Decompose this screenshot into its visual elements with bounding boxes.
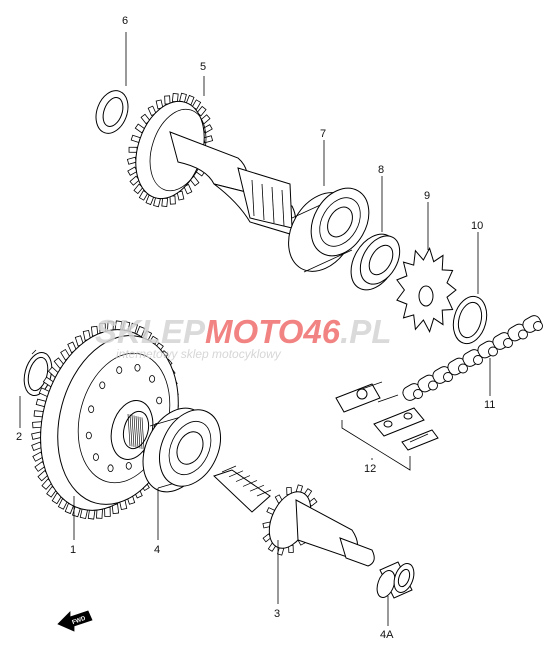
gear-5-tooth (171, 93, 179, 103)
shaft-3-spline-line (256, 489, 272, 497)
gear-1-bolt-hole (125, 462, 132, 470)
svg-text:SKLEPMOTO46.PL: SKLEPMOTO46.PL (95, 313, 391, 350)
chain-roller (473, 355, 483, 365)
callout-labels: 6 5 7 8 9 10 11 12 2 1 4 3 4A (16, 15, 495, 641)
shaft-3-spline-line (235, 475, 251, 482)
shaft-3-spline-line (221, 465, 237, 473)
chain-roller (443, 372, 453, 382)
callout-10: 10 (471, 220, 483, 232)
gear-5-tooth (203, 135, 214, 144)
callout-1: 1 (70, 544, 76, 556)
chain-roller (458, 363, 468, 374)
watermark: SKLEPMOTO46.PL internetowy sklep motocyk… (95, 313, 391, 361)
gear-1-bolt-hole (88, 405, 95, 414)
part-4-bearing[interactable] (130, 397, 232, 502)
chain-roller (503, 338, 513, 348)
gear-1-spline-line (129, 414, 133, 447)
gear-1-bolt-hole (85, 431, 92, 440)
gear-1-spline-line (139, 416, 143, 450)
shaft-3-spline-line (228, 470, 244, 478)
chain-roller (518, 329, 528, 340)
watermark-brand-left: SKLEP (95, 313, 206, 350)
gear-1-bolt-hole (99, 381, 106, 390)
part-3-primary-shaft[interactable] (213, 465, 375, 567)
callout-6: 6 (122, 15, 128, 27)
watermark-brand-num: 46 (302, 313, 340, 350)
part-1-driven-gear[interactable] (21, 315, 196, 525)
gear-1-bolt-hole (92, 453, 99, 461)
gear-1-spline-line (137, 416, 141, 449)
watermark-brand-mid: MOTO (205, 313, 304, 350)
callout-12: 12 (364, 463, 376, 475)
gear-5-tooth (153, 197, 161, 208)
forward-direction-arrow-icon: FWD (57, 610, 93, 632)
gear-5-tooth (126, 156, 137, 165)
callout-3: 3 (274, 608, 280, 620)
callout-4A: 4A (380, 629, 394, 641)
watermark-brand-right: .PL (340, 313, 391, 350)
callout-2: 2 (16, 431, 22, 443)
gear-1-bolt-hole (116, 366, 123, 374)
chain-roller (428, 380, 438, 391)
callout-4: 4 (154, 544, 160, 556)
gear-1-spline-line (127, 413, 131, 447)
part-2-circlip[interactable] (20, 349, 57, 398)
fwd-label: FWD (72, 616, 88, 627)
callout-5: 5 (200, 61, 206, 73)
gear-1-bolt-hole (149, 375, 156, 383)
gear-1-tooth (87, 508, 96, 520)
part-7-bearing[interactable] (275, 178, 380, 284)
callout-11: 11 (484, 399, 495, 411)
part-6-washer[interactable] (90, 86, 133, 138)
watermark-tagline: internetowy sklep motocyklowy (116, 347, 282, 361)
gear-1-spline-line (131, 414, 135, 448)
part-5-countershaft-gear[interactable] (124, 92, 296, 235)
chain-roller (488, 346, 498, 357)
callout-9: 9 (424, 190, 430, 202)
part-11-drive-chain[interactable] (401, 313, 544, 402)
shaft-3-spline-line (249, 484, 265, 492)
chain-roller (533, 321, 543, 331)
leader-lines (19, 32, 491, 626)
gear-1-bolt-hole (107, 464, 114, 473)
shaft-3-spline-line (242, 480, 258, 487)
gear-1-bolt-hole (156, 396, 163, 405)
gear-5-tooth (128, 146, 138, 153)
part-10-circlip[interactable] (448, 293, 491, 348)
gear-1-spline-line (133, 415, 137, 448)
gear-1-spline-line (135, 415, 139, 449)
gear-5-tooth (161, 197, 169, 207)
part-4A-needle-bearing[interactable] (374, 561, 418, 600)
part-8-oil-seal[interactable] (342, 226, 408, 298)
gear-1-bolt-hole (134, 363, 141, 372)
gear-5-tooth (179, 92, 187, 103)
callout-7: 7 (320, 128, 326, 140)
part-9-drive-sprocket[interactable] (396, 246, 457, 334)
gear-1-spline-line (141, 417, 145, 450)
callout-8: 8 (378, 164, 384, 176)
chain-roller (413, 389, 423, 399)
part-12-chain-joint[interactable] (335, 381, 439, 451)
